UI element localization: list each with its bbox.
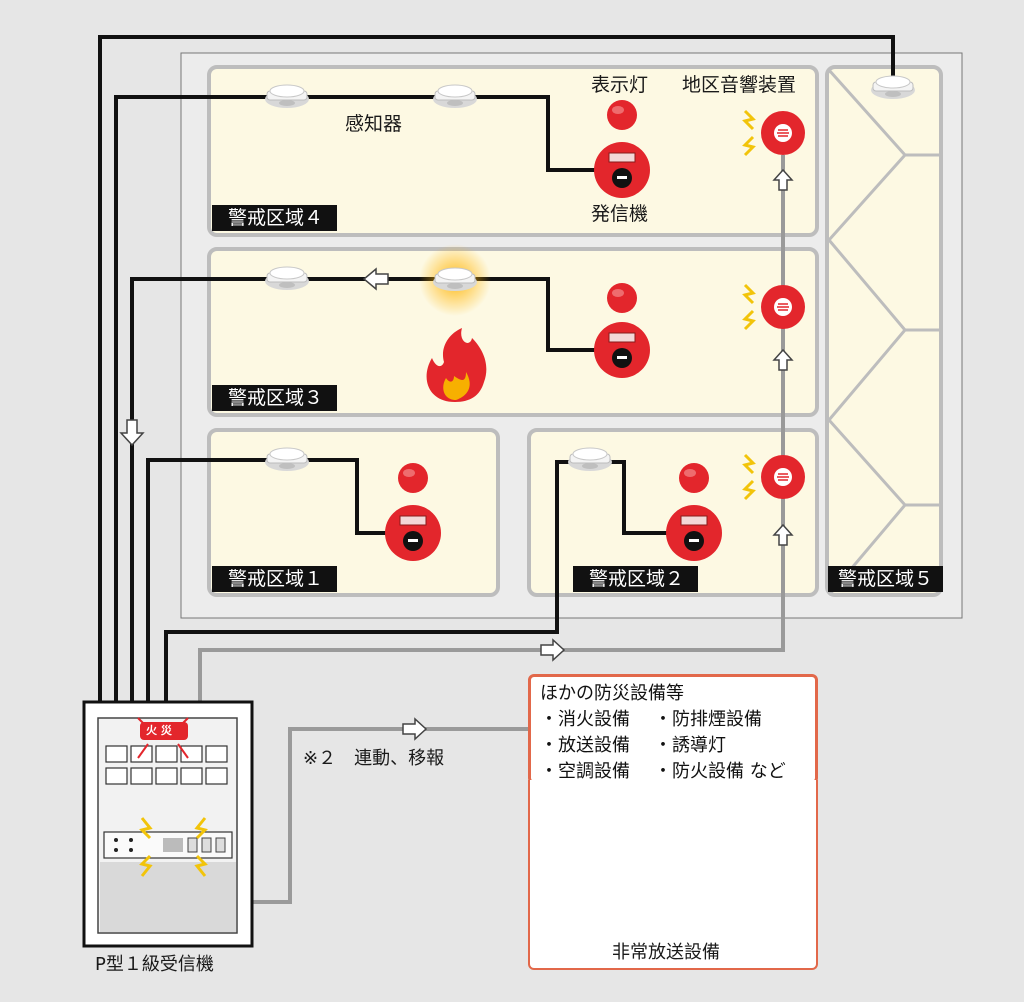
equipment-item: ・防排煙設備 — [654, 709, 762, 730]
zone-4-area — [207, 65, 819, 237]
zone-4-label: 警戒区域４ — [212, 205, 338, 231]
zone-3-area — [207, 247, 819, 417]
receiver-cabinet — [82, 700, 254, 948]
indicator-lamp-icon — [607, 100, 637, 130]
fire-indicator-sign: 火 災 — [146, 724, 172, 737]
down-arrow-icon — [119, 419, 145, 447]
transmitter-label: 発信機 — [591, 203, 649, 225]
smoke-detector-icon — [264, 447, 310, 472]
left-arrow-icon — [362, 267, 389, 291]
transmitter-icon — [665, 504, 723, 562]
activated-detector-icon — [432, 267, 478, 292]
zone-2-area — [527, 428, 819, 597]
right-arrow-icon — [402, 717, 428, 741]
fire-icon — [426, 328, 487, 402]
zone-3-label: 警戒区域３ — [212, 385, 338, 411]
indicator-lamp-icon — [398, 463, 428, 493]
equipment-title: ほかの防災設備等 — [540, 683, 684, 704]
zone-5-label: 警戒区域５ — [828, 566, 944, 592]
equipment-item: ・防火設備 など — [654, 761, 786, 782]
smoke-detector-icon — [264, 266, 310, 291]
transmitter-icon — [593, 321, 651, 379]
equipment-list-panel — [528, 674, 818, 784]
signal-wires — [98, 35, 895, 705]
smoke-detector-icon — [870, 75, 916, 100]
indicator-lamp-label: 表示灯 — [591, 74, 649, 96]
zone-1-label: 警戒区域１ — [212, 566, 338, 592]
detector-label: 感知器 — [345, 113, 403, 135]
equipment-item: ・消火設備 — [540, 709, 630, 730]
indicator-lamp-icon — [607, 283, 637, 313]
interlock-note: ※２ 連動、移報 — [303, 748, 445, 769]
transmitter-icon — [593, 141, 651, 199]
sounder-label: 地区音響装置 — [682, 74, 797, 96]
broadcast-panel — [528, 780, 818, 970]
zone-5-area — [825, 65, 943, 597]
smoke-detector-icon — [264, 84, 310, 109]
broadcast-label: 非常放送設備 — [612, 942, 720, 963]
equipment-item: ・放送設備 — [540, 735, 630, 756]
receiver-label: P型１級受信機 — [95, 954, 214, 975]
smoke-detector-icon — [567, 447, 613, 472]
right-arrow-icon — [540, 638, 566, 662]
transmitter-icon — [384, 504, 442, 562]
zone-2-label: 警戒区域２ — [573, 566, 699, 592]
smoke-detector-icon — [432, 84, 478, 109]
equipment-item: ・空調設備 — [540, 761, 630, 782]
equipment-item: ・誘導灯 — [654, 735, 726, 756]
indicator-lamp-icon — [679, 463, 709, 493]
